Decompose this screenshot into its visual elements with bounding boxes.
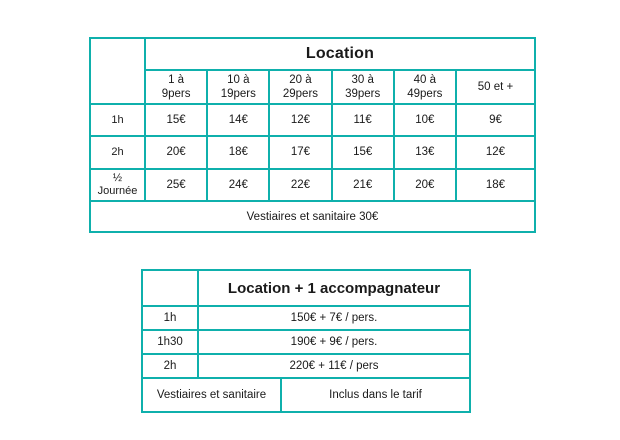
- rental-column-header-row: 1 à 9pers 10 à 19pers 20 à 29pers: [146, 71, 534, 105]
- rental-table-corner-cell: [91, 39, 144, 105]
- rental-price-halfday-1: 25€: [146, 169, 209, 200]
- rental-column-header-2: 10 à 19pers: [208, 71, 271, 103]
- rental-column-header-4-line1: 30 à: [351, 73, 374, 86]
- rental-table-body: 1h 2h ½ Journée Location 1 à: [91, 39, 534, 200]
- rental-row-label-half-day-word: Journée: [97, 184, 138, 197]
- rental-column-header-1-line2: 9pers: [161, 88, 191, 100]
- guided-header-row: Location + 1 accompagnateur: [143, 271, 469, 307]
- rental-row-label-half-day-fraction: ½: [112, 171, 123, 184]
- rental-column-header-3-line1: 20 à: [289, 73, 312, 86]
- rental-pricing-table: 1h 2h ½ Journée Location 1 à: [89, 37, 536, 233]
- rental-price-halfday-5: 20€: [395, 169, 457, 200]
- table-row: 25€ 24€ 22€ 21€ 20€ 18€: [146, 169, 534, 200]
- rental-table-right-section: Location 1 à 9pers 10 à 19pers: [146, 39, 534, 200]
- rental-column-header-1-line1: 1 à: [168, 73, 185, 86]
- table-row: 1h 150€ + 7€ / pers.: [143, 307, 469, 331]
- guided-price-1h30: 190€ + 9€ / pers.: [290, 336, 378, 348]
- rental-price-halfday-3: 22€: [270, 169, 333, 200]
- rental-column-header-3-line2: 29pers: [282, 88, 319, 100]
- table-row: 1h30 190€ + 9€ / pers.: [143, 331, 469, 355]
- rental-column-header-4: 30 à 39pers: [333, 71, 395, 103]
- rental-column-header-3: 20 à 29pers: [270, 71, 333, 103]
- rental-price-2h-5: 13€: [395, 137, 457, 168]
- rental-column-header-6: 50 et +: [457, 71, 534, 103]
- rental-price-1h-6: 9€: [489, 113, 502, 126]
- table-row: 20€ 18€ 17€ 15€ 13€ 12€: [146, 137, 534, 170]
- rental-footer-note: Vestiaires et sanitaire 30€: [91, 200, 534, 231]
- rental-column-header-1: 1 à 9pers: [146, 71, 209, 103]
- rental-price-halfday-2: 24€: [208, 169, 271, 200]
- guided-row-label-1h30: 1h30: [143, 331, 199, 353]
- guided-footer-label: Vestiaires et sanitaire: [143, 379, 282, 411]
- rental-price-1h-2: 14€: [208, 105, 271, 136]
- guided-table-title: Location + 1 accompagnateur: [227, 279, 441, 297]
- rental-price-1h-4: 11€: [333, 105, 395, 136]
- rental-column-header-4-line2: 39pers: [345, 88, 381, 100]
- rental-price-2h-6: 12€: [485, 146, 506, 159]
- table-row: 15€ 14€ 12€ 11€ 10€ 9€: [146, 105, 534, 138]
- rental-row-label-1h: 1h: [91, 105, 144, 138]
- rental-price-1h-3: 12€: [270, 105, 333, 136]
- rental-column-header-2-line1: 10 à: [227, 73, 250, 86]
- guided-price-1h: 150€ + 7€ / pers.: [290, 312, 378, 324]
- rental-row-label-2h-text: 2h: [111, 145, 124, 158]
- rental-price-1h-1: 15€: [146, 105, 209, 136]
- rental-row-label-half-day: ½ Journée: [91, 170, 144, 200]
- guided-rental-pricing-table: Location + 1 accompagnateur 1h 150€ + 7€…: [141, 269, 471, 413]
- rental-price-halfday-4: 21€: [333, 169, 395, 200]
- guided-footer-row: Vestiaires et sanitaire Inclus dans le t…: [143, 379, 469, 411]
- rental-row-label-column: 1h 2h ½ Journée: [91, 39, 146, 200]
- rental-price-1h-5: 10€: [395, 105, 457, 136]
- table-row: 2h 220€ + 11€ / pers: [143, 355, 469, 379]
- rental-price-2h-3: 17€: [270, 137, 333, 168]
- rental-column-header-6-line1: 50 et +: [477, 80, 514, 93]
- rental-price-2h-2: 18€: [208, 137, 271, 168]
- rental-row-label-2h: 2h: [91, 137, 144, 170]
- rental-column-header-5-line1: 40 à: [413, 73, 437, 86]
- guided-table-corner-cell: [143, 271, 199, 305]
- rental-column-header-5: 40 à 49pers: [395, 71, 457, 103]
- rental-table-title: Location: [146, 39, 534, 71]
- rental-column-header-2-line2: 19pers: [220, 88, 256, 100]
- rental-price-2h-1: 20€: [146, 137, 209, 168]
- guided-row-label-2h: 2h: [143, 355, 199, 377]
- guided-footer-value: Inclus dans le tarif: [329, 389, 422, 401]
- rental-column-header-5-line2: 49pers: [407, 88, 443, 100]
- rental-price-halfday-6: 18€: [485, 178, 506, 191]
- rental-table-grid: 1 à 9pers 10 à 19pers 20 à 29pers: [146, 71, 534, 200]
- rental-price-2h-4: 15€: [333, 137, 395, 168]
- guided-row-label-1h: 1h: [143, 307, 199, 329]
- rental-row-label-1h-text: 1h: [111, 113, 124, 126]
- guided-price-2h: 220€ + 11€ / pers: [289, 360, 379, 372]
